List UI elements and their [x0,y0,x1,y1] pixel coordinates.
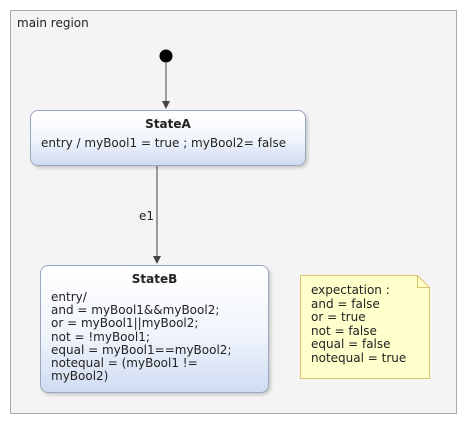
transition-label: e1 [139,209,155,223]
note-shape [300,275,430,379]
state-a[interactable]: StateA entry / myBool1 = true ; myBool2=… [30,110,306,166]
initial-state[interactable] [159,49,173,63]
state-a-name: StateA [145,117,191,131]
expectation-note[interactable]: expectation : and = false or = true not … [300,275,430,379]
state-b-behavior: entry/ and = myBool1&&myBool2; or = myBo… [51,290,232,384]
region-label: main region [17,16,89,30]
note-text: expectation : and = false or = true not … [311,283,407,365]
state-a-behavior: entry / myBool1 = true ; myBool2= false [41,136,287,150]
state-b[interactable]: StateB entry/ and = myBool1&&myBool2; or… [40,265,269,393]
state-b-name: StateB [131,272,178,286]
